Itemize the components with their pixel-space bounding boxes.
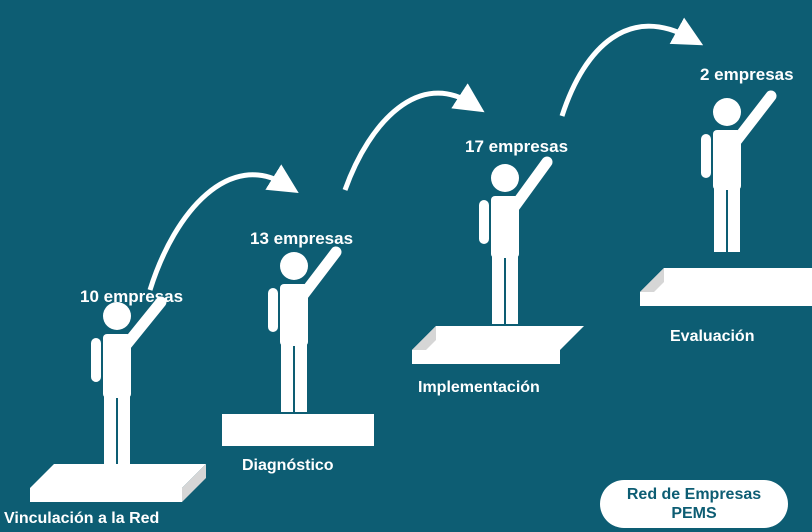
platform-implementacion [412,326,584,364]
platform-diagnostico [222,414,374,446]
arrow-1-icon [147,164,299,291]
arrow-3-icon [559,17,704,117]
step-3-label: Implementación [418,379,540,396]
person-figure-3 [479,156,553,324]
step-1-count: 10 empresas [80,287,184,306]
badge-line-1: Red de Empresas [626,486,762,503]
platform-evaluacion [640,268,812,306]
step-2-count: 13 empresas [250,229,354,248]
step-4-label: Evaluación [670,328,755,345]
person-figure-1 [91,296,167,466]
badge-line-2: PEMS [671,505,717,522]
person-figure-4 [701,90,777,252]
step-4-count: 2 empresas [700,65,794,84]
platform-vinculacion [30,464,206,502]
step-2-label: Diagnóstico [242,457,334,474]
step-1-label: Vinculación a la Red [4,510,160,527]
person-figure-2 [268,246,342,412]
step-3-count: 17 empresas [465,137,569,156]
network-badge: Red de Empresas PEMS [600,480,788,528]
arrow-2-icon [342,83,485,191]
